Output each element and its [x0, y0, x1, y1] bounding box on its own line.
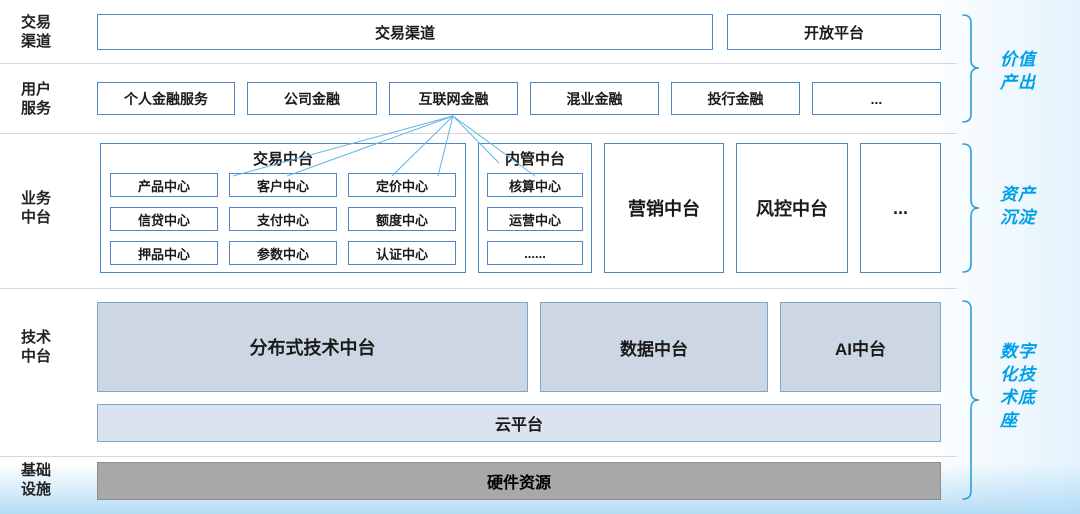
right-label-digital-base: 数字 化技 术底 座: [1000, 342, 1036, 430]
center-pricing-box: 定价中心: [348, 173, 456, 197]
center-product-box: 产品中心: [110, 173, 218, 197]
section-divider: [0, 133, 957, 134]
cloud-platform-box: 云平台: [97, 404, 941, 442]
service-personal-finance-box: 个人金融服务: [97, 82, 235, 115]
trade-platform-group: 交易中台 产品中心 客户中心 定价中心 信贷中心 支付中心 额度中心 押品中心 …: [100, 143, 466, 273]
marketing-platform-box: 营销中台: [604, 143, 724, 273]
center-accounting-box: 核算中心: [487, 173, 583, 197]
open-platform-box: 开放平台: [727, 14, 941, 50]
internal-platform-grid: 核算中心 运营中心 ......: [479, 171, 591, 265]
distributed-tech-platform-box: 分布式技术中台: [97, 302, 528, 392]
service-mixed-finance-box: 混业金融: [530, 82, 659, 115]
hardware-resources-box: 硬件资源: [97, 462, 941, 500]
section-divider: [0, 63, 957, 64]
trade-platform-title: 交易中台: [252, 151, 313, 168]
business-more-box: ...: [860, 143, 941, 273]
service-more-box: ...: [812, 82, 941, 115]
row-label-business-mid: 业务 中台: [20, 190, 51, 226]
row-label-user-service: 用户 服务: [20, 81, 51, 117]
center-credit-box: 信贷中心: [110, 207, 218, 231]
brace-digital-base: [962, 300, 980, 500]
center-collateral-box: 押品中心: [110, 241, 218, 265]
service-investment-banking-box: 投行金融: [671, 82, 800, 115]
right-label-asset-deposit: 资产 沉淀: [1000, 185, 1036, 227]
row-label-tech-mid: 技术 中台: [20, 329, 51, 365]
row-label-trade-channel: 交易 渠道: [20, 14, 51, 50]
center-payment-box: 支付中心: [229, 207, 337, 231]
brace-asset-deposit: [962, 143, 980, 273]
section-divider: [0, 288, 957, 289]
trade-platform-grid: 产品中心 客户中心 定价中心 信贷中心 支付中心 额度中心 押品中心 参数中心 …: [101, 171, 465, 265]
center-more-box: ......: [487, 241, 583, 265]
section-divider: [0, 456, 957, 457]
braces: [962, 14, 980, 500]
internal-platform-group: 内管中台 核算中心 运营中心 ......: [478, 143, 592, 273]
center-operations-box: 运营中心: [487, 207, 583, 231]
ai-platform-box: AI中台: [780, 302, 941, 392]
risk-control-platform-box: 风控中台: [736, 143, 848, 273]
service-internet-finance-box: 互联网金融: [389, 82, 518, 115]
internal-platform-title: 内管中台: [504, 151, 565, 168]
row-label-infrastructure: 基础 设施: [20, 462, 51, 498]
service-corporate-finance-box: 公司金融: [247, 82, 377, 115]
center-authentication-box: 认证中心: [348, 241, 456, 265]
center-customer-box: 客户中心: [229, 173, 337, 197]
brace-value-output: [962, 14, 980, 123]
right-label-value-output: 价值 产出: [1000, 50, 1036, 92]
data-platform-box: 数据中台: [540, 302, 768, 392]
center-quota-box: 额度中心: [348, 207, 456, 231]
center-parameter-box: 参数中心: [229, 241, 337, 265]
trade-channel-box: 交易渠道: [97, 14, 713, 50]
